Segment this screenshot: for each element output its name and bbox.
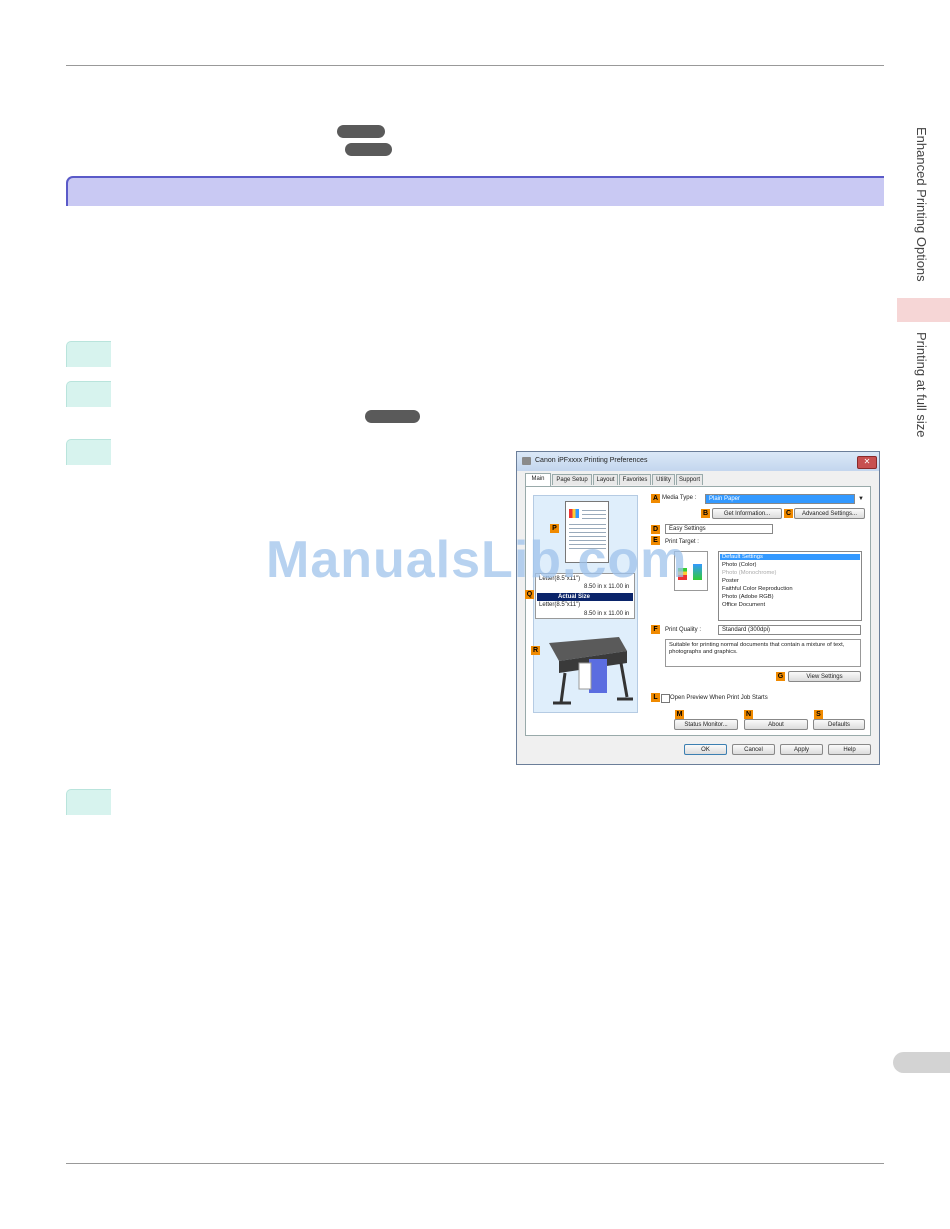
thumb-graphic (678, 568, 687, 580)
list-item: Photo (Monochrome) (722, 570, 777, 576)
print-quality-label: Print Quality : (665, 627, 702, 633)
tab-layout[interactable]: Layout (593, 474, 618, 485)
color-thumb (569, 509, 579, 518)
step-4-marker (66, 789, 111, 815)
list-item[interactable]: Office Document (722, 602, 766, 608)
open-preview-label: Open Preview When Print Job Starts (670, 695, 768, 701)
step-1-marker (66, 341, 111, 367)
advanced-settings-button[interactable]: Advanced Settings... (794, 508, 865, 519)
text-line (582, 518, 606, 519)
tab-utility[interactable]: Utility (652, 474, 675, 485)
close-button[interactable]: ✕ (857, 456, 877, 469)
marker-l: L (651, 693, 660, 702)
marker-n: N (744, 710, 753, 719)
marker-r: R (531, 646, 540, 655)
get-information-button[interactable]: Get Information... (712, 508, 782, 519)
marker-b: B (701, 509, 710, 518)
text-line (582, 514, 606, 515)
marker-e: E (651, 536, 660, 545)
media-type-label: Media Type : (662, 495, 697, 501)
link-badge[interactable] (345, 143, 392, 156)
about-button[interactable]: About (744, 719, 808, 730)
marker-f: F (651, 625, 660, 634)
cancel-button[interactable]: Cancel (732, 744, 775, 755)
list-item[interactable]: Faithful Color Reproduction (722, 586, 793, 592)
list-item[interactable]: Poster (722, 578, 739, 584)
marker-m: M (675, 710, 684, 719)
thumb-graphic (693, 564, 702, 580)
side-tab-marker (897, 298, 950, 322)
paper-sheet (578, 662, 592, 690)
side-section-title: Enhanced Printing Options (914, 127, 929, 282)
tab-page-setup[interactable]: Page Setup (552, 474, 592, 485)
help-button[interactable]: Help (828, 744, 871, 755)
text-line (582, 510, 606, 511)
dialog-titlebar: Canon iPFxxxx Printing Preferences ✕ (517, 452, 879, 471)
tab-support[interactable]: Support (676, 474, 703, 485)
marker-p: P (550, 524, 559, 533)
text-line (569, 532, 606, 533)
open-preview-checkbox[interactable] (661, 694, 670, 703)
media-type-select[interactable]: Plain Paper (705, 494, 855, 504)
text-line (569, 536, 606, 537)
printer-illustration (549, 637, 633, 705)
paper-size-box: Letter(8.5"x11") 8.50 in x 11.00 in Actu… (535, 573, 635, 619)
ok-button[interactable]: OK (684, 744, 727, 755)
list-item[interactable]: Photo (Adobe RGB) (722, 594, 774, 600)
status-monitor-button[interactable]: Status Monitor... (674, 719, 738, 730)
actual-size-bar (537, 593, 633, 601)
size-bottom-dims: 8.50 in x 11.00 in (584, 611, 630, 617)
side-subsection-title: Printing at full size (914, 332, 929, 438)
section-heading-bar (66, 176, 884, 206)
size-top-dims: 8.50 in x 11.00 in (584, 584, 630, 590)
printer-icon (522, 457, 531, 465)
page-number-tab (893, 1052, 950, 1073)
printer-body (549, 637, 627, 661)
marker-d: D (651, 525, 660, 534)
step-2-marker (66, 381, 111, 407)
printer-feet (553, 697, 633, 705)
view-settings-button[interactable]: View Settings (788, 671, 861, 682)
actual-size-label: Actual Size (558, 594, 591, 600)
bottom-rule (66, 1163, 884, 1164)
print-target-label: Print Target : (665, 539, 699, 545)
chevron-down-icon[interactable]: ▼ (858, 496, 864, 502)
page-thumbnail (565, 501, 609, 563)
print-target-thumbnail (674, 551, 708, 591)
marker-q: Q (525, 590, 534, 599)
size-bottom-label: Letter(8.5"x11") (539, 602, 581, 608)
defaults-button[interactable]: Defaults (813, 719, 865, 730)
marker-c: C (784, 509, 793, 518)
description-box: Suitable for printing normal documents t… (665, 639, 861, 667)
text-line (569, 540, 606, 541)
printout (589, 659, 607, 693)
marker-s: S (814, 710, 823, 719)
tab-favorites[interactable]: Favorites (619, 474, 651, 485)
text-line (569, 528, 606, 529)
text-line (569, 548, 606, 549)
printer-legs (559, 662, 629, 704)
marker-a: A (651, 494, 660, 503)
settings-mode-select[interactable]: Easy Settings (665, 524, 773, 534)
print-quality-select[interactable]: Standard (300dpi) (718, 625, 861, 635)
dialog-title: Canon iPFxxxx Printing Preferences (535, 457, 648, 464)
apply-button[interactable]: Apply (780, 744, 823, 755)
watermark: ManualsLib.com (266, 531, 688, 589)
printing-preferences-dialog: Canon iPFxxxx Printing Preferences ✕ Mai… (516, 451, 880, 765)
link-badge[interactable] (365, 410, 420, 423)
description-text: Suitable for printing normal documents t… (669, 642, 845, 655)
print-target-list[interactable]: Default Settings Photo (Color) Photo (Mo… (718, 551, 862, 621)
text-line (569, 544, 606, 545)
marker-g: G (776, 672, 785, 681)
link-badge[interactable] (337, 125, 385, 138)
tab-main[interactable]: Main (525, 473, 551, 486)
top-rule (66, 65, 884, 66)
list-item[interactable]: Photo (Color) (722, 562, 757, 568)
list-item[interactable]: Default Settings (720, 554, 860, 560)
size-top-label: Letter(8.5"x11") (539, 576, 581, 582)
step-3-marker (66, 439, 111, 465)
text-line (569, 524, 606, 525)
